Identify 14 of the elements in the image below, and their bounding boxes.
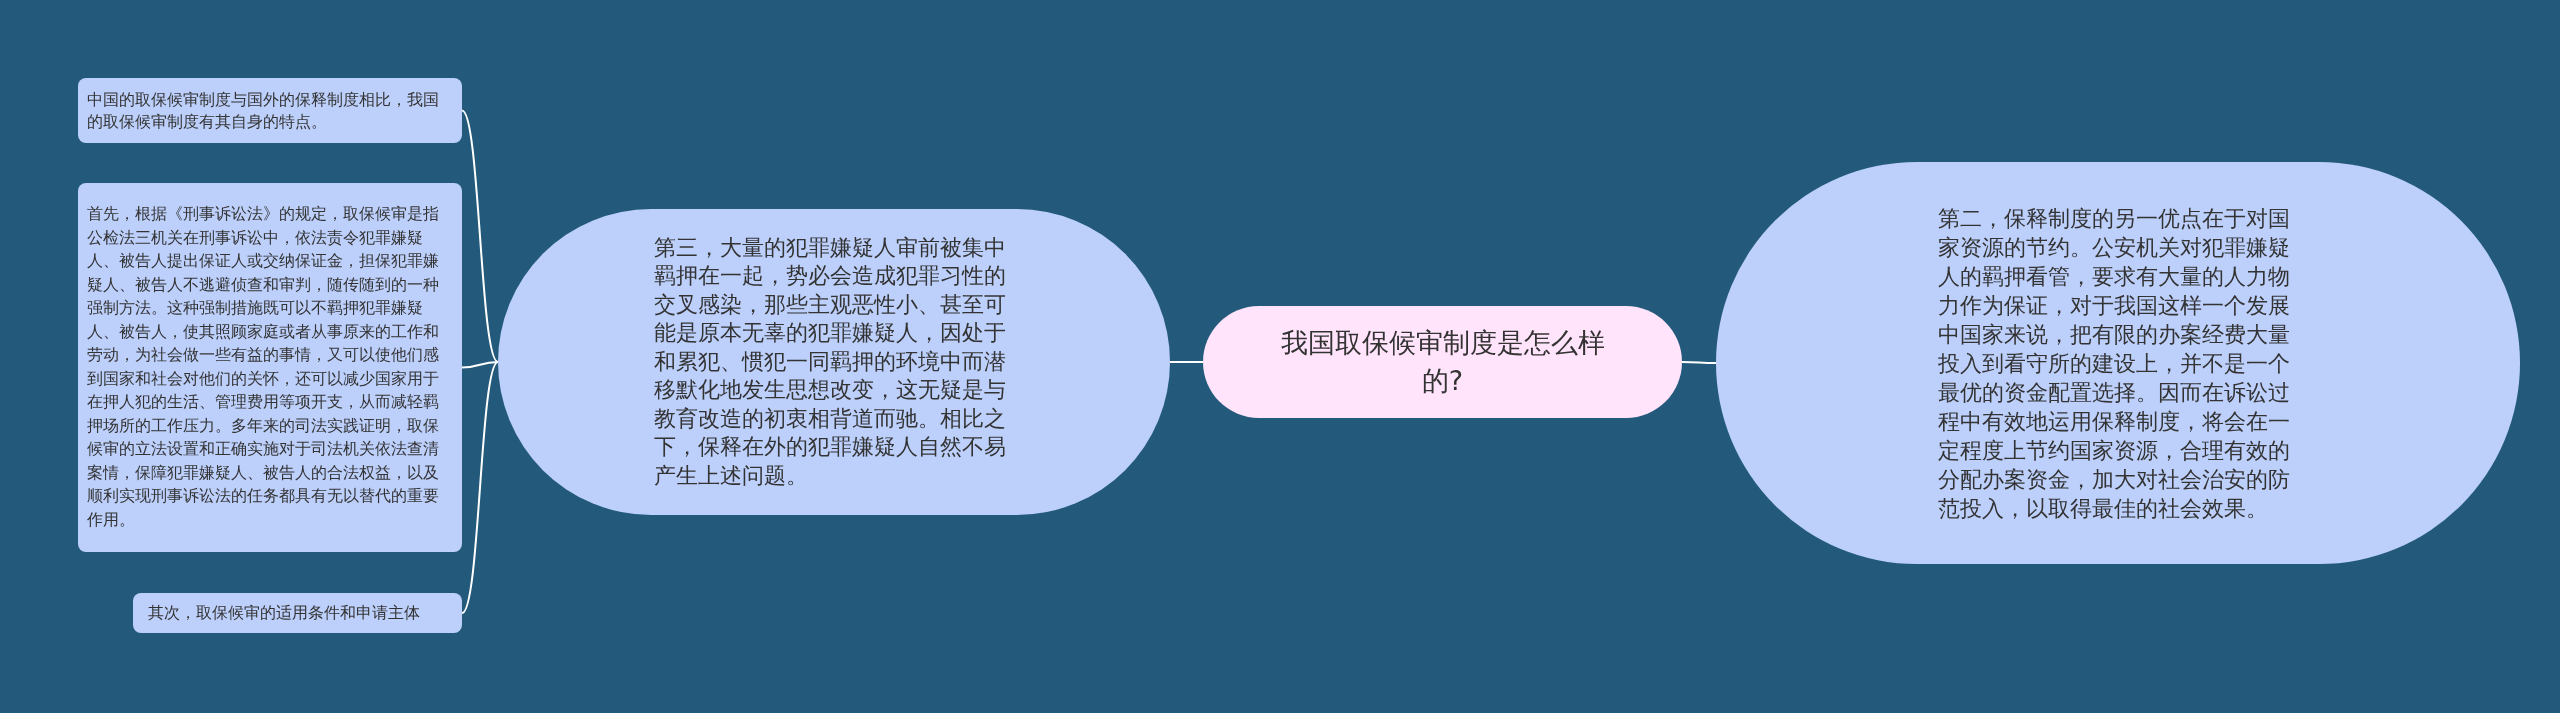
topic-text: 中国的取保候审制度与国外的保释制度相比，我国的取保候审制度有其自身的特点。 <box>87 89 440 133</box>
note-card <box>78 78 462 143</box>
connector-line <box>1169 361 1204 363</box>
topic-text: 第二，保释制度的另一优点在于对国家资源的节约。公安机关对犯罪嫌疑人的羁押看管，要求有大量的人力物力作为保证，对于我国这样一个发展中国家来说，把有限的办案经费大量投入到看守所的建设上，并不是一个最优的资金配置选择。因而在诉讼过程中有效地运用保释制度，将会在一定程度上节约国家资源，合理有效的分配办案资金，加大对社会治安的防范投入，以取得最佳的社会效果。 <box>1938 204 2291 523</box>
topic-text: 首先，根据《刑事诉讼法》的规定，取保候审是指公检法三机关在刑事诉讼中，依法责令犯罪嫌疑人、被告人提出保证人或交纳保证金，担保犯罪嫌疑人、被告人不逃避侦查和审判，随传随到的一种强制方法。这种强制措施既可以不羁押犯罪嫌疑人、被告人，使其照顾家庭或者从事原来的工作和劳动，为社会做一些有益的事情，又可以使他们感到国家和社会对他们的关怀，还可以减少国家用于在押人犯的生活、管理费用等项开支，从而减轻羁押场所的工作压力。多年来的司法实践证明，取保候审的立法设置和正确实施对于司法机关依法查清案情，保障犯罪嫌疑人、被告人的合法权益，以及顺利实现刑事诉讼法的任务都具有无以替代的重要作用。 <box>87 204 440 531</box>
topic-text: 第三，大量的犯罪嫌疑人审前被集中羁押在一起，势必会造成犯罪习性的交叉感染，那些主观恶性小、甚至可能是原本无辜的犯罪嫌疑人，因处于和累犯、惯犯一同羁押的环境中而潜移默化地发生思想改变，这无疑是与教育改造的初衷相背道而驰。相比之下，保释在外的犯罪嫌疑人自然不易产生上述问题。 <box>654 233 1007 490</box>
connector-line <box>1681 361 1717 364</box>
connector-line <box>461 109 499 363</box>
note-card <box>78 183 462 552</box>
topic-text: 我国取保候审制度是怎么样的? <box>1279 326 1606 398</box>
topic-text: 其次，取保候审的适用条件和申请主体 <box>147 603 421 624</box>
connector-line <box>461 361 499 614</box>
connector-line <box>461 361 499 369</box>
note-card <box>133 593 462 633</box>
